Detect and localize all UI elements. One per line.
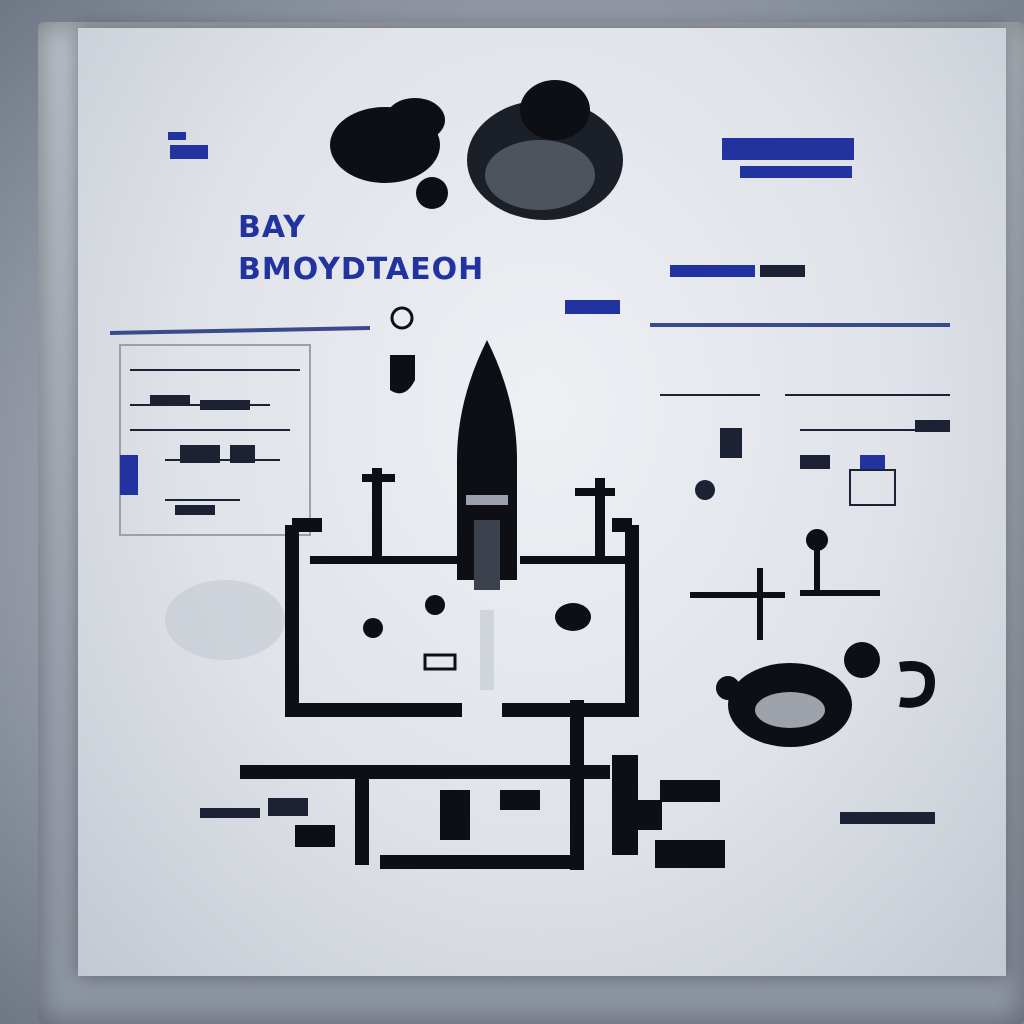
launch-base xyxy=(240,700,725,870)
rocket xyxy=(457,340,517,690)
launch-structure xyxy=(285,468,639,717)
lower-marks xyxy=(200,798,935,824)
ink-splotch-right xyxy=(467,80,623,220)
ring-marker xyxy=(390,306,414,330)
blue-banner-top-right xyxy=(722,138,854,178)
poster-heading-main: BMOYDTAEOH xyxy=(238,252,485,287)
drop-figure xyxy=(390,355,415,394)
ink-splotch-left xyxy=(330,98,448,209)
worn-patch xyxy=(165,580,285,660)
schematic-left xyxy=(109,326,371,536)
creature-figure xyxy=(716,642,936,747)
schematic-right xyxy=(650,323,950,506)
schematic-left-marks xyxy=(120,395,255,515)
right-tower xyxy=(690,529,880,640)
blue-glyph-top-left xyxy=(168,132,208,159)
schematic-right-marks xyxy=(565,265,950,500)
structure-details xyxy=(363,595,591,671)
poster-heading-top: BAY xyxy=(238,210,306,245)
